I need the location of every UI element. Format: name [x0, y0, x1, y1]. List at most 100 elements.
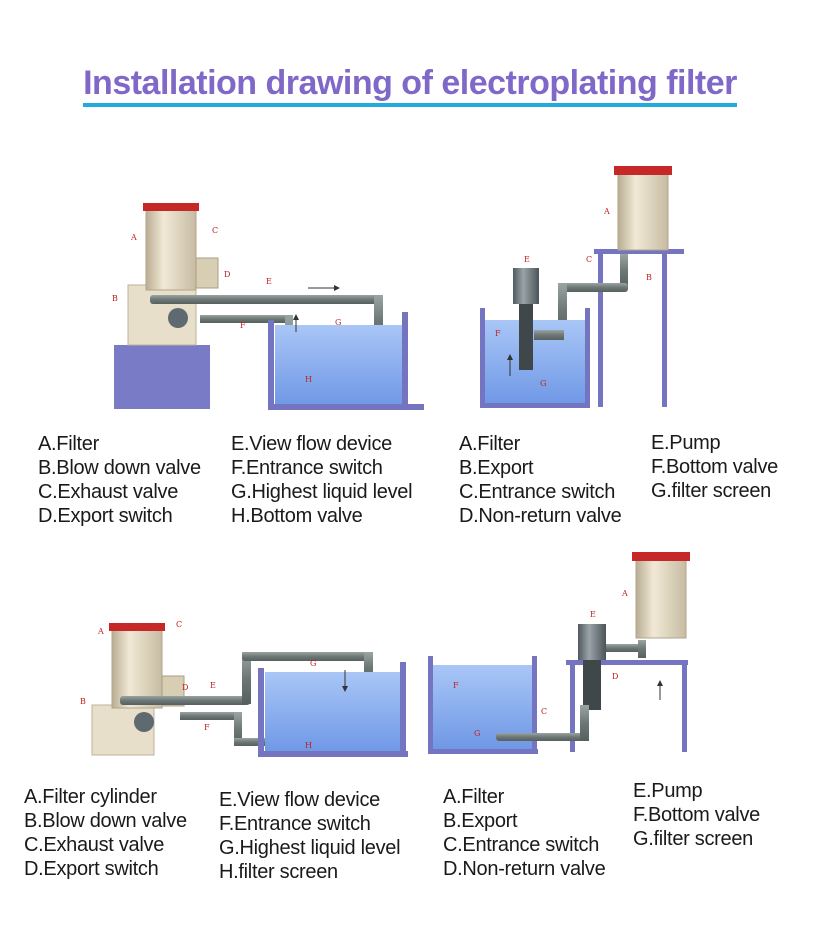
legend-item: D.Non-return valve	[443, 858, 606, 880]
stand-leg-right	[662, 252, 667, 407]
pipe-inlet	[496, 733, 588, 741]
stand-top	[594, 249, 684, 254]
legend-item: E.View flow device	[231, 433, 392, 455]
diagram-4: A E D F C G	[428, 552, 690, 754]
legend-item: H.Bottom valve	[231, 505, 363, 527]
legend-item: D.Export switch	[24, 858, 159, 880]
pipe-return	[180, 712, 242, 720]
legend-item: D.Export switch	[38, 505, 173, 527]
callout-a: A	[97, 627, 104, 636]
pipe-down	[374, 295, 383, 347]
callouts-d2: A C B E F G	[495, 207, 652, 388]
pipe-down	[558, 283, 567, 338]
pump-motor	[513, 268, 539, 304]
pump-body	[583, 660, 601, 710]
legend-item: F.Bottom valve	[651, 456, 778, 478]
legend-d2-left: A.Filter B.Export C.Entrance switch D.No…	[459, 432, 622, 528]
filter-flange	[109, 623, 165, 631]
callout-c: C	[212, 226, 218, 235]
callout-c: C	[176, 620, 182, 629]
legend-d1-left: A.Filter B.Blow down valve C.Exhaust val…	[38, 432, 201, 528]
legend-item: D.Non-return valve	[459, 505, 622, 527]
callout-b: B	[112, 294, 118, 303]
callout-e: E	[590, 610, 596, 619]
callouts-d3: A C B D E F G H	[80, 620, 316, 750]
filter-flange	[632, 552, 690, 561]
stand-leg-right	[682, 662, 687, 752]
filter-cylinder	[145, 207, 197, 291]
callout-a: A	[603, 207, 610, 216]
legend-item: G.filter screen	[633, 828, 753, 850]
pipe-main	[150, 295, 380, 304]
pipe-up	[638, 640, 646, 658]
legend-item: F.Entrance switch	[219, 813, 371, 835]
callout-g: G	[474, 729, 480, 738]
callout-f: F	[240, 321, 246, 330]
legend-item: G.filter screen	[651, 480, 771, 502]
tank-frame-bottom	[268, 404, 424, 410]
legend-item: B.Export	[443, 810, 518, 832]
tank-water	[265, 672, 400, 752]
legend-item: C.Exhaust valve	[24, 834, 165, 856]
pipe-bottom	[234, 712, 242, 746]
legend-d2-right: E.Pump F.Bottom valve G.filter screen	[651, 431, 778, 503]
callout-f: F	[453, 681, 459, 690]
diagram-3: A C B D E F G H	[80, 620, 408, 757]
tank-frame	[428, 656, 433, 752]
tank-frame-left	[258, 668, 264, 755]
callout-h: H	[305, 741, 312, 750]
callout-h: H	[305, 375, 312, 384]
legend-d4-right: E.Pump F.Bottom valve G.filter screen	[633, 779, 760, 851]
callout-c: C	[541, 707, 547, 716]
legend-item: G.Highest liquid level	[219, 837, 401, 859]
diagram-1: A C B D E F G H	[112, 203, 424, 410]
tank-frame-right	[402, 312, 408, 408]
legend-item: H.filter screen	[219, 861, 338, 883]
pipe-outlet	[606, 644, 646, 652]
legend-item: A.Filter	[443, 786, 504, 808]
support-block	[114, 345, 210, 409]
legend-item: A.Filter	[459, 433, 520, 455]
stand-leg-left	[570, 662, 575, 752]
filter-cylinder	[635, 559, 687, 639]
legend-item: F.Bottom valve	[633, 804, 760, 826]
callout-d: D	[612, 672, 618, 681]
callout-g: G	[335, 318, 341, 327]
callout-c: C	[586, 255, 592, 264]
filter-cylinder	[617, 173, 669, 251]
filter-flange	[614, 166, 672, 175]
tank-frame-left	[268, 320, 274, 408]
legend-item: B.Blow down valve	[24, 810, 187, 832]
legend-item: E.Pump	[651, 432, 721, 454]
pipe-riser	[580, 705, 589, 741]
legend-item: E.Pump	[633, 780, 703, 802]
callouts-d4: A E D F C G	[453, 589, 628, 738]
callouts-d1: A C B D E F G H	[112, 226, 341, 384]
filter-flange	[143, 203, 199, 211]
legend-item: C.Entrance switch	[443, 834, 600, 856]
legend-d4-left: A.Filter B.Export C.Entrance switch D.No…	[443, 785, 606, 881]
legend-item: C.Entrance switch	[459, 481, 616, 503]
pipe-return	[200, 315, 290, 323]
pump-motor	[578, 624, 606, 660]
pump-shaft	[519, 304, 533, 370]
pump-neck	[534, 330, 564, 340]
callout-a: A	[130, 233, 137, 242]
pipe-link	[558, 283, 628, 292]
callout-g: G	[540, 379, 546, 388]
callout-d: D	[182, 683, 188, 692]
tank-frame	[480, 308, 485, 406]
callout-f: F	[495, 329, 501, 338]
callout-b: B	[646, 273, 652, 282]
callout-e: E	[524, 255, 530, 264]
legend-d3-left: A.Filter cylinder B.Blow down valve C.Ex…	[24, 785, 187, 881]
pump-motor	[168, 308, 188, 328]
legend-item: A.Filter	[38, 433, 99, 455]
pipe-up	[242, 652, 251, 704]
filter-side-unit	[195, 257, 219, 289]
legend-item: B.Blow down valve	[38, 457, 201, 479]
tank-frame-right	[400, 662, 406, 755]
legend-item: G.Highest liquid level	[231, 481, 413, 503]
page-title: Installation drawing of electroplating f…	[0, 64, 820, 107]
